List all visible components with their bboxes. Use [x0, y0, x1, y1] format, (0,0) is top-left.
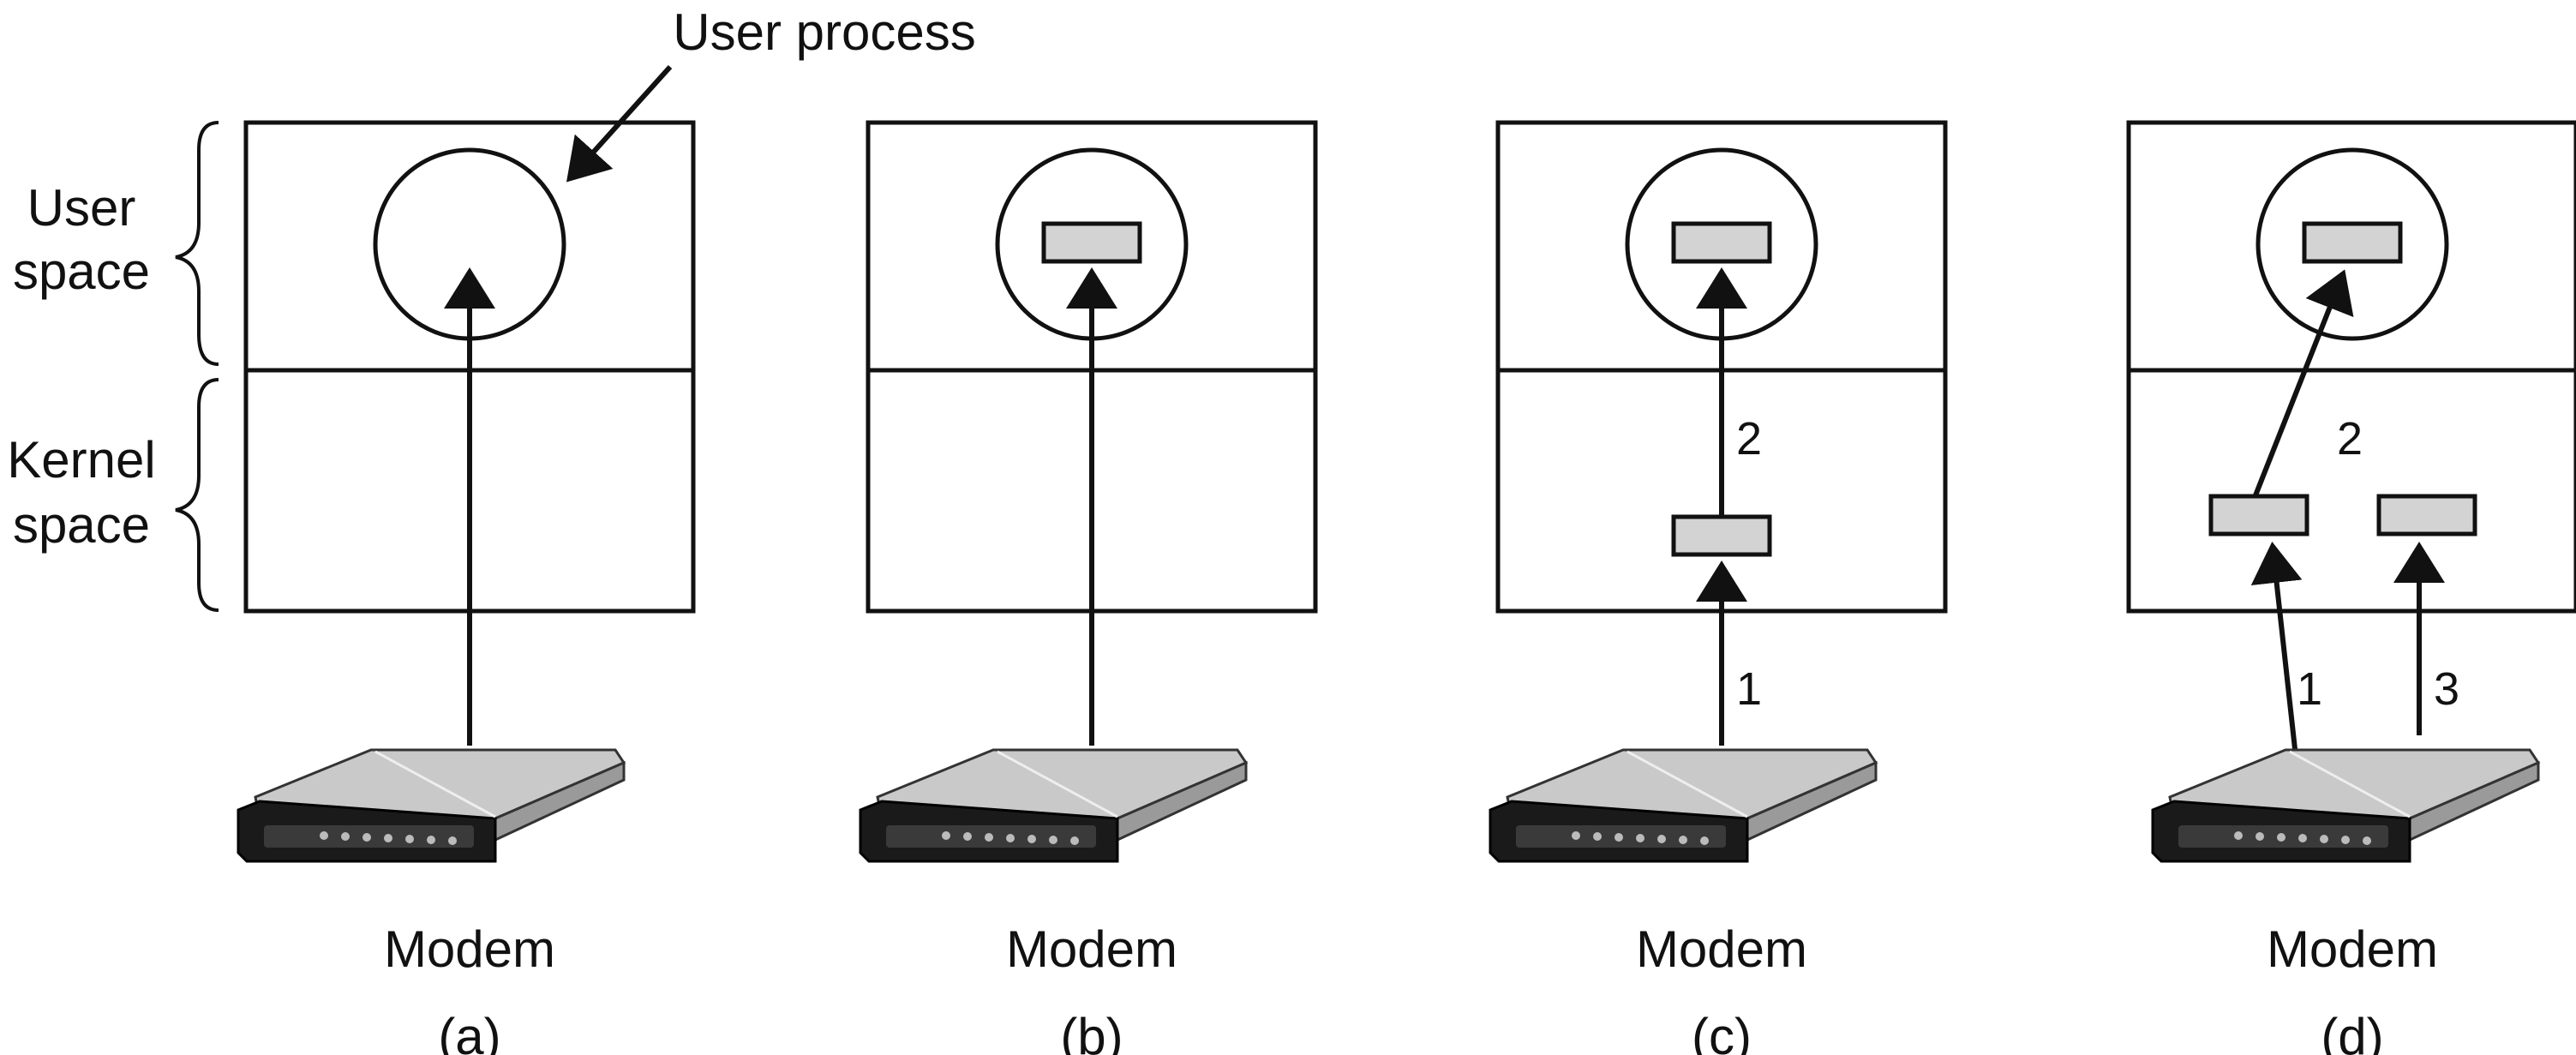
panel-c-modem-icon [1489, 748, 1878, 863]
panel-d-user-process [2255, 147, 2449, 341]
panel-d-step-2: 2 [2337, 413, 2363, 465]
user-space-label-line2: space [13, 243, 150, 300]
panel-b-modem-label: Modem [1006, 920, 1177, 978]
panel-d-kernel-buffer-2 [2376, 494, 2477, 536]
panel-b-caption: (b) [1060, 1008, 1123, 1055]
panel-d: 2 1 3 Modem (d) [2126, 120, 2576, 1055]
panel-d-step-3: 3 [2434, 663, 2459, 715]
panel-b-user-buffer [1041, 221, 1142, 264]
panel-d-modem-icon [2151, 748, 2540, 863]
panel-b: Modem (b) [859, 120, 1318, 1055]
panel-d-step-1: 1 [2297, 663, 2322, 715]
panel-a: Modem (a) [237, 120, 696, 1055]
panel-b-modem-icon [859, 748, 1248, 863]
panel-c-user-buffer [1671, 221, 1772, 264]
kernel-space-label-line1: Kernel [7, 431, 155, 489]
panel-d-frame [2126, 120, 2576, 614]
panel-a-modem-icon [237, 748, 626, 863]
user-space-brace [175, 121, 219, 366]
panel-c-caption: (c) [1692, 1008, 1752, 1055]
panel-c-step-1: 1 [1736, 663, 1762, 715]
panel-c-kernel-buffer [1671, 514, 1772, 557]
panel-d-kernel-buffer-1 [2208, 494, 2309, 536]
panel-c-modem-label: Modem [1636, 920, 1807, 978]
panel-d-arrow-1 [2250, 542, 2303, 765]
kernel-space-label-line2: space [13, 496, 150, 554]
panel-a-modem-label: Modem [384, 920, 555, 978]
user-process-label: User process [673, 3, 975, 61]
panel-d-user-buffer [2302, 221, 2403, 264]
panel-d-caption: (d) [2321, 1008, 2383, 1055]
panel-a-caption: (a) [438, 1008, 500, 1055]
kernel-space-brace [175, 378, 219, 612]
user-space-label-line1: User [27, 179, 136, 237]
panel-d-modem-label: Modem [2267, 920, 2438, 978]
panel-d-arrow-2 [2253, 269, 2354, 497]
panel-c-step-2: 2 [1736, 413, 1762, 465]
panel-c: 2 1 Modem (c) [1489, 120, 1948, 1055]
space-labels: User space Kernel space [7, 121, 219, 612]
